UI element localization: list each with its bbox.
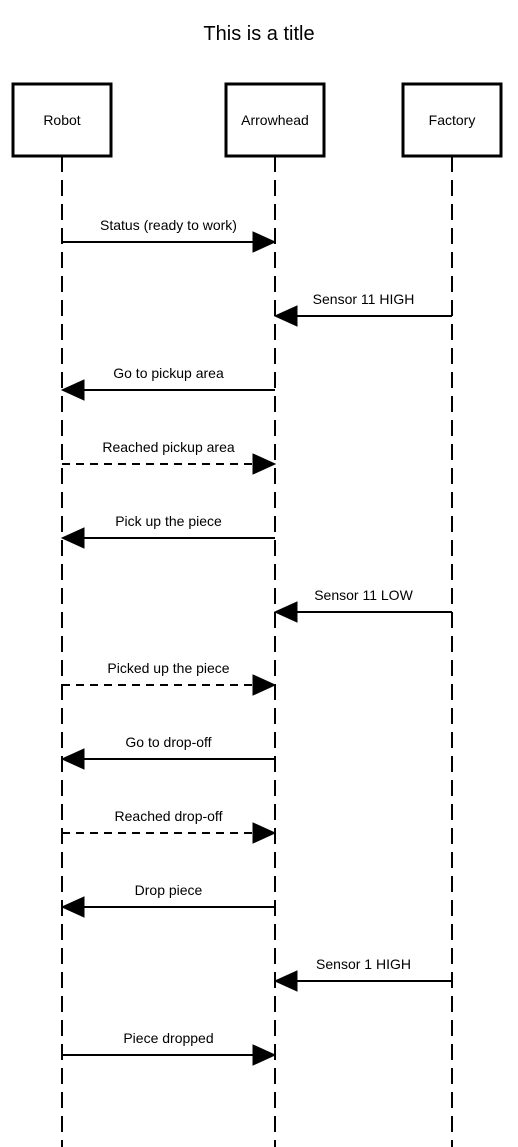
arrowhead-icon (252, 453, 277, 475)
message: Piece dropped (62, 1030, 277, 1066)
arrowhead-icon (252, 1044, 277, 1066)
arrowhead-icon (252, 822, 277, 844)
message-label: Reached pickup area (102, 439, 235, 455)
message: Go to drop-off (60, 734, 275, 770)
arrowhead-icon (273, 305, 298, 327)
participant-label-arrowhead: Arrowhead (241, 112, 309, 128)
participant-box-robot (11, 82, 113, 158)
message-label: Reached drop-off (115, 808, 223, 824)
participant-box-arrowhead (224, 82, 326, 158)
participant-arrowhead: Arrowhead (224, 82, 326, 1147)
participant-robot: Robot (11, 82, 113, 1147)
messages: Status (ready to work) Sensor 11 HIGH Go t… (60, 217, 452, 1066)
message-label: Drop piece (135, 882, 203, 898)
message: Pick up the piece (60, 513, 275, 549)
message-label: Pick up the piece (115, 513, 222, 529)
participant-factory: Factory (401, 82, 503, 1147)
arrowhead-icon (273, 601, 298, 623)
arrowhead-icon (252, 674, 277, 696)
message: Reached drop-off (62, 808, 277, 844)
participant-label-robot: Robot (43, 112, 80, 128)
arrowhead-icon (252, 231, 277, 253)
arrowhead-icon (60, 748, 85, 770)
arrowhead-icon (60, 527, 85, 549)
message-label: Go to pickup area (113, 365, 224, 381)
participant-box-factory (401, 82, 503, 158)
message: Sensor 11 LOW (273, 587, 452, 623)
participant-label-factory: Factory (429, 112, 476, 128)
message-label: Status (ready to work) (100, 217, 237, 233)
message: Reached pickup area (62, 439, 277, 475)
message: Drop piece (60, 882, 275, 918)
message-label: Sensor 1 HIGH (316, 956, 411, 972)
message-label: Picked up the piece (107, 660, 229, 676)
message-label: Go to drop-off (125, 734, 211, 750)
diagram-title: This is a title (203, 23, 314, 45)
arrowhead-icon (60, 379, 85, 401)
message-label: Piece dropped (123, 1030, 213, 1046)
message: Picked up the piece (62, 660, 277, 696)
message: Go to pickup area (60, 365, 275, 401)
message: Sensor 11 HIGH (273, 291, 452, 327)
message-label: Sensor 11 HIGH (313, 291, 415, 307)
message: Status (ready to work) (62, 217, 277, 253)
arrowhead-icon (60, 896, 85, 918)
message-label: Sensor 11 LOW (314, 587, 413, 603)
arrowhead-icon (273, 970, 298, 992)
message: Sensor 1 HIGH (273, 956, 452, 992)
